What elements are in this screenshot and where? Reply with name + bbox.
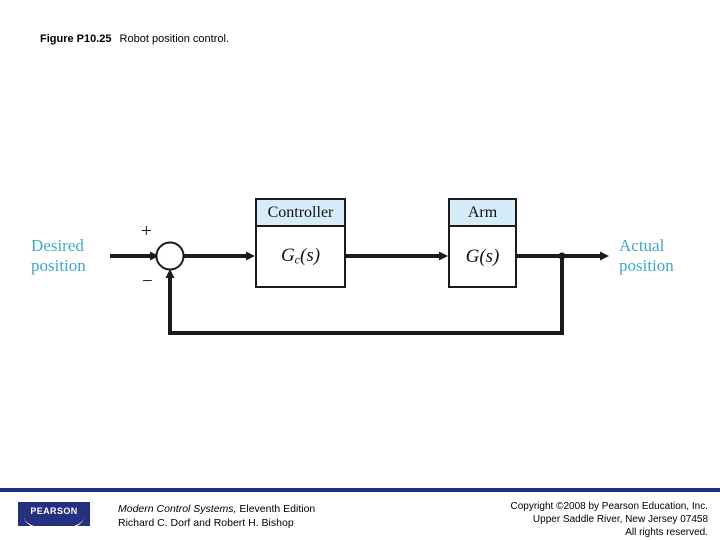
diagram-lines xyxy=(110,241,609,335)
arm-tf-base: G xyxy=(465,245,480,267)
footer-divider xyxy=(0,488,720,492)
figure-caption-text: Robot position control. xyxy=(119,33,229,45)
book-credit-line1: Modern Control Systems, Eleventh Edition xyxy=(118,502,315,516)
arm-tf-arg: (s) xyxy=(479,245,500,267)
summing-plus-sign: + xyxy=(141,221,152,242)
pearson-logo-text: PEARSON xyxy=(30,506,78,516)
wire-feedback-path xyxy=(165,256,564,335)
desired-position-line1: Desired xyxy=(31,236,84,255)
copyright-line-2: Upper Saddle River, New Jersey 07458 xyxy=(532,514,708,525)
figure-number: Figure P10.25 xyxy=(40,33,112,45)
controller-tf-subscript: c xyxy=(294,252,300,267)
block-arm-header: Arm xyxy=(450,200,515,227)
pearson-logo: PEARSON xyxy=(18,502,90,526)
footer: PEARSON Modern Control Systems, Eleventh… xyxy=(0,494,720,540)
block-controller-header: Controller xyxy=(257,200,344,227)
block-controller: Controller Gc(s) xyxy=(255,198,346,288)
controller-transfer-function: Gc(s) xyxy=(281,245,320,268)
label-desired-position: Desired position xyxy=(31,236,86,276)
book-edition: Eleventh Edition xyxy=(236,503,316,515)
controller-tf-arg: (s) xyxy=(300,245,321,267)
book-authors: Richard C. Dorf and Robert H. Bishop xyxy=(118,517,294,529)
label-actual-position: Actual position xyxy=(619,236,674,276)
figure-caption: Figure P10.25 Robot position control. xyxy=(40,33,229,45)
block-arm-body: G(s) xyxy=(450,227,515,286)
block-arm: Arm G(s) xyxy=(448,198,517,288)
actual-position-line1: Actual xyxy=(619,236,665,255)
summing-junction xyxy=(155,241,185,271)
block-controller-body: Gc(s) xyxy=(257,227,344,286)
controller-tf-base: G xyxy=(280,245,295,267)
copyright-line-1: Copyright ©2008 by Pearson Education, In… xyxy=(510,501,709,512)
pearson-swoosh-icon xyxy=(24,517,84,526)
block-diagram: Desired position Actual position + − Con… xyxy=(31,198,674,335)
desired-position-line2: position xyxy=(31,256,86,275)
book-title: Modern Control Systems, xyxy=(118,503,237,515)
summing-minus-sign: − xyxy=(142,271,153,292)
book-credit: Modern Control Systems, Eleventh Edition… xyxy=(118,502,315,530)
copyright-line-3: All rights reserved. xyxy=(625,527,708,538)
copyright-notice: Copyright ©2008 by Pearson Education, In… xyxy=(511,500,709,539)
arm-transfer-function: G(s) xyxy=(466,246,500,268)
actual-position-line2: position xyxy=(619,256,674,275)
